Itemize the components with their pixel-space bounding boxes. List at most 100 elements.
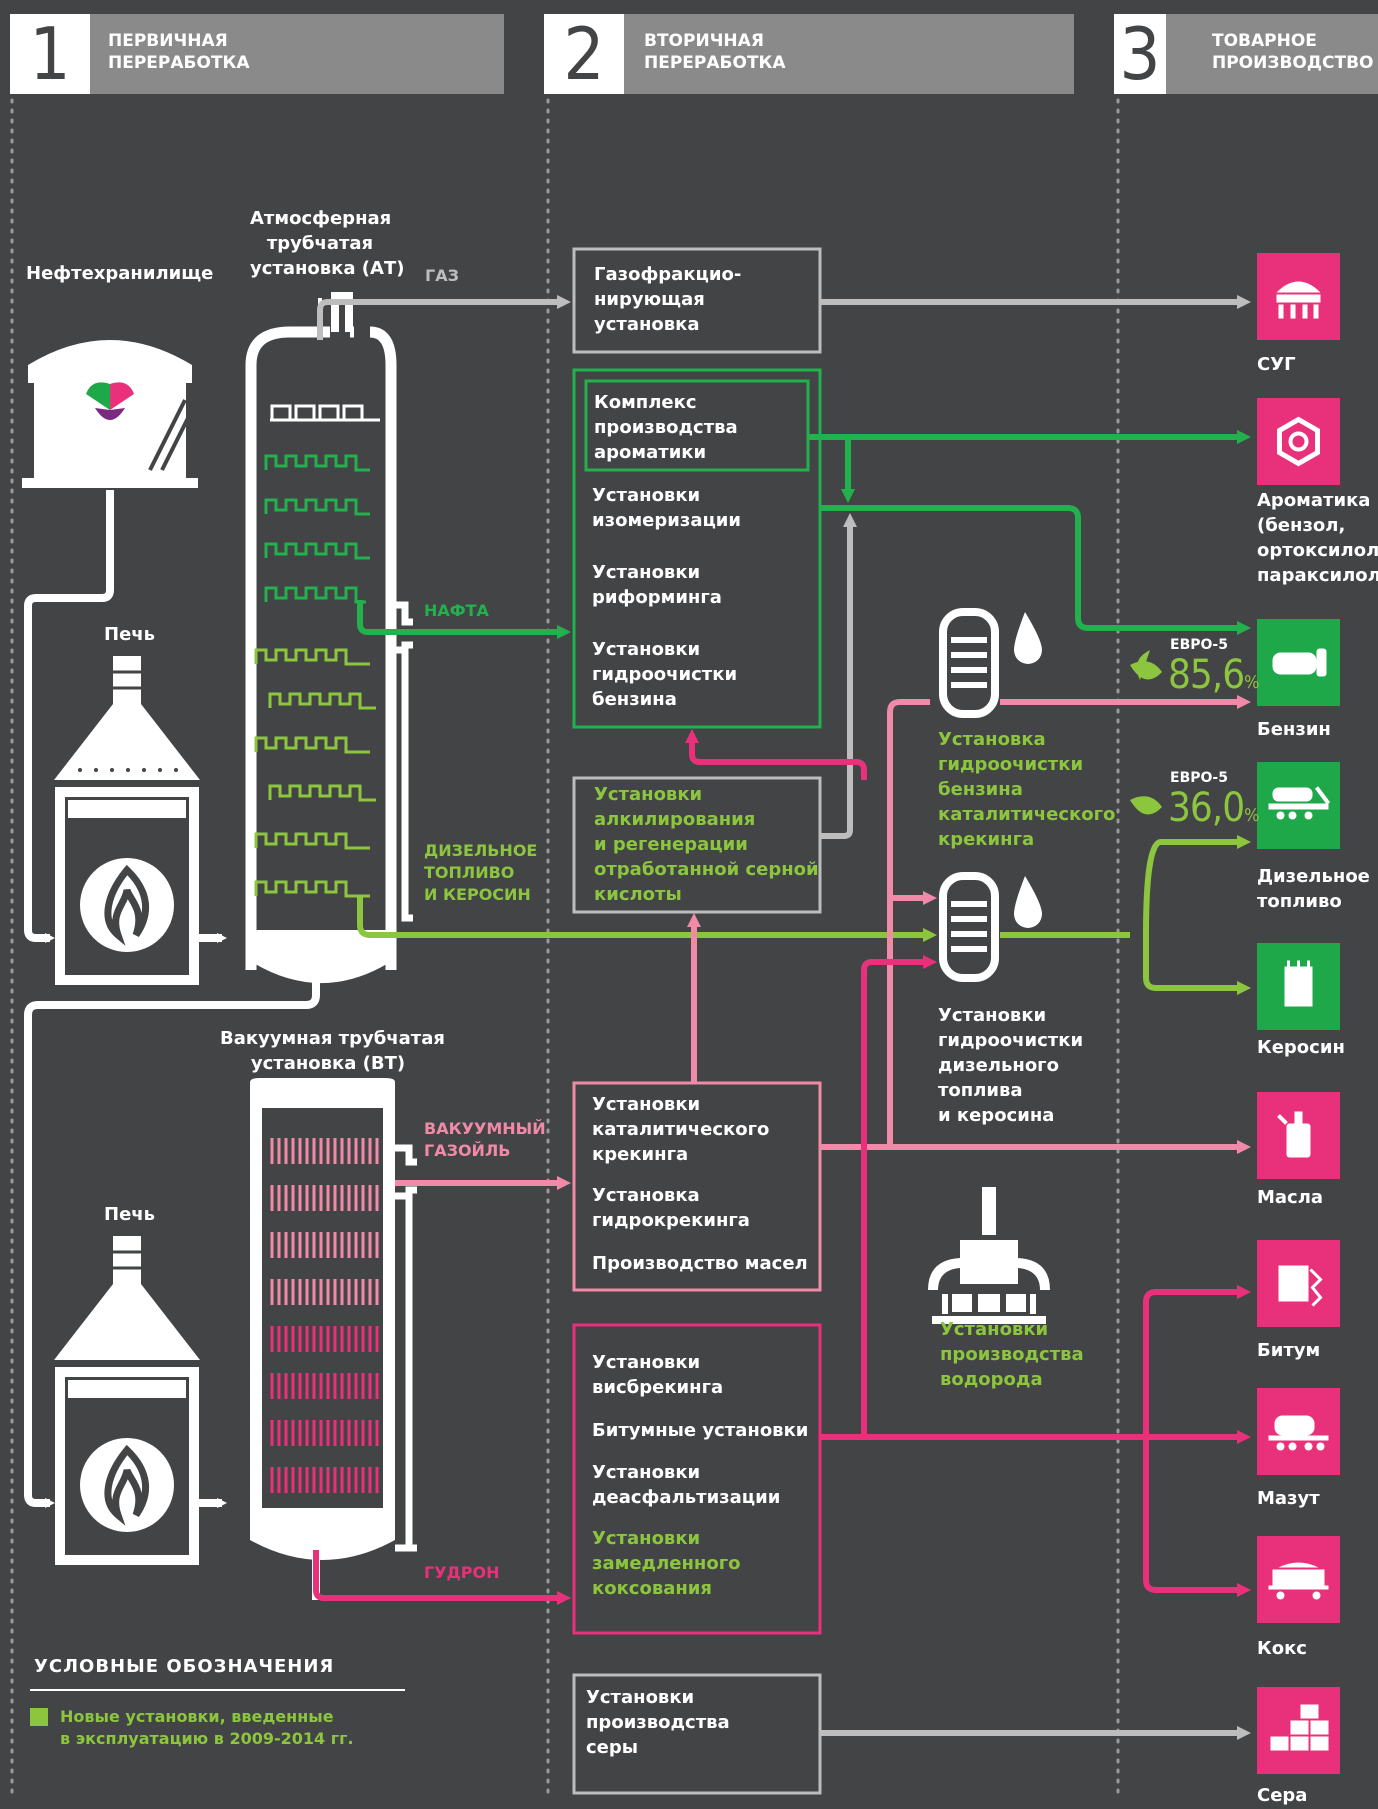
vgo-streams bbox=[395, 695, 1251, 1190]
stage-1-number: 1 bbox=[10, 14, 90, 94]
gasoline-hydro-line-1: Установки bbox=[592, 639, 701, 660]
furnace-2 bbox=[54, 1236, 200, 1565]
product-tile bbox=[1257, 1092, 1340, 1179]
oils-unit: Производство масел bbox=[592, 1253, 808, 1274]
stage-2-bar bbox=[624, 14, 1074, 94]
deasphalting-unit: Установки деасфальтизации bbox=[592, 1460, 780, 1510]
product-tiles bbox=[1257, 253, 1340, 1774]
furnace-1 bbox=[54, 656, 200, 985]
diesel-hydro-unit: Установки гидроочистки дизельного топлив… bbox=[938, 1003, 1083, 1128]
alkylation-unit: Установки алкилирования и регенерации от… bbox=[594, 782, 819, 907]
hydrocracking-line-2: гидрокрекинга bbox=[592, 1210, 750, 1231]
isomerization-line-2: изомеризации bbox=[592, 510, 742, 531]
vgo-stream-label: ВАКУУМНЫЙ ГАЗОЙЛЬ bbox=[424, 1118, 546, 1162]
fcc-hydro-line-3: бензина bbox=[938, 779, 1023, 800]
reforming-line-2: риформинга bbox=[592, 587, 722, 608]
euro-label-gasoline: ЕВРО-5 bbox=[1170, 637, 1228, 653]
coking-line-3: коксования bbox=[592, 1578, 712, 1599]
gas-stream-label: ГАЗ bbox=[425, 266, 459, 285]
tar-stream-label: ГУДРОН bbox=[424, 1563, 500, 1582]
reforming-unit: Установки риформинга bbox=[592, 560, 722, 610]
stage-separators bbox=[10, 98, 1120, 1802]
cat-cracking-line-1: Установки bbox=[592, 1094, 701, 1115]
legend-text: Новые установки, введенные в эксплуатаци… bbox=[60, 1706, 354, 1750]
product-label: Мазут bbox=[1257, 1488, 1320, 1509]
product-tile bbox=[1257, 619, 1340, 706]
sulfur-unit: Установки производства серы bbox=[586, 1685, 730, 1760]
coking-unit: Установки замедленного коксования bbox=[592, 1526, 740, 1601]
hydrocracking-unit: Установка гидрокрекинга bbox=[592, 1183, 750, 1233]
gas-frac-line-1: Газофракцио- bbox=[594, 264, 742, 285]
atmospheric-column bbox=[245, 292, 413, 983]
euro-value-gasoline-number: 85,6 bbox=[1168, 652, 1245, 698]
coke-railcar-icon bbox=[1268, 1562, 1329, 1600]
deasphalting-line-2: деасфальтизации bbox=[592, 1487, 781, 1508]
storage-tank bbox=[22, 340, 198, 488]
visbreaking-unit: Установки висбрекинга bbox=[592, 1350, 723, 1400]
fuel-oil-tank-car-icon bbox=[1268, 1415, 1329, 1451]
sulfur-blocks-icon bbox=[1270, 1704, 1329, 1751]
gasoline-hydro-line-3: бензина bbox=[592, 689, 677, 710]
diesel-hydro-line-1: Установки bbox=[938, 1005, 1047, 1026]
sulfur-unit-line-1: Установки bbox=[586, 1687, 695, 1708]
at-title-line-2: трубчатая bbox=[266, 233, 374, 254]
reforming-line-1: Установки bbox=[592, 562, 701, 583]
diesel-stream-line-3: И КЕРОСИН bbox=[424, 885, 531, 904]
fcc-hydro-unit: Установка гидроочистки бензина каталитич… bbox=[938, 727, 1115, 852]
diesel-stream-line-1: ДИЗЕЛЬНОЕ bbox=[424, 841, 538, 860]
aromatics-line-3: ароматики bbox=[594, 442, 707, 463]
hydrogen-unit bbox=[928, 1187, 1050, 1324]
aromatics-line-2: производства bbox=[594, 417, 738, 438]
bitumen-units: Битумные установки bbox=[592, 1420, 809, 1441]
gasoline-hydro-unit: Установки гидроочистки бензина bbox=[592, 637, 737, 712]
diesel-stream-line-2: ТОПЛИВО bbox=[424, 863, 515, 882]
diesel-hydro-line-4: топлива bbox=[938, 1080, 1023, 1101]
fcc-hydro-line-2: гидроочистки bbox=[938, 754, 1084, 775]
storage-label: Нефтехранилище bbox=[26, 263, 214, 284]
lpg-tank-icon bbox=[1276, 281, 1321, 319]
diesel-hydro-line-5: и керосина bbox=[938, 1105, 1055, 1126]
gas-frac-line-2: нирующая bbox=[594, 289, 705, 310]
legend-text-line-1: Новые установки, введенные bbox=[60, 1707, 334, 1726]
cat-cracking-unit: Установки каталитического крекинга bbox=[592, 1092, 769, 1167]
hydrogen-line-2: производства bbox=[940, 1344, 1084, 1365]
gasoline-hydro-line-2: гидроочистки bbox=[592, 664, 738, 685]
hydrogen-unit-label: Установки производства водорода bbox=[940, 1317, 1084, 1392]
vt-title: Вакуумная трубчатая установка (ВТ) bbox=[220, 1026, 445, 1076]
fcc-hydro-line-1: Установка bbox=[938, 729, 1046, 750]
product-label: Дизельное топливо bbox=[1257, 866, 1370, 912]
sulfur-unit-line-3: серы bbox=[586, 1737, 639, 1758]
product-tile bbox=[1257, 1388, 1340, 1475]
isomerization-unit: Установки изомеризации bbox=[592, 483, 741, 533]
alkylation-line-3: и регенерации bbox=[594, 834, 748, 855]
grey-streams bbox=[317, 295, 1251, 1740]
alkylation-line-2: алкилирования bbox=[594, 809, 756, 830]
isomerization-line-1: Установки bbox=[592, 485, 701, 506]
gas-frac-unit: Газофракцио- нирующая установка bbox=[594, 262, 741, 337]
euro-value-diesel-number: 36,0 bbox=[1168, 785, 1245, 831]
diesel-streams bbox=[357, 835, 1251, 995]
at-title-line-1: Атмосферная bbox=[250, 208, 392, 229]
feed-lines bbox=[24, 490, 320, 1508]
product-tile bbox=[1257, 1687, 1340, 1774]
legend-swatch bbox=[30, 1708, 48, 1726]
product-label: Сера bbox=[1257, 1785, 1308, 1806]
coking-line-2: замедленного bbox=[592, 1553, 741, 1574]
hydrocracking-line-1: Установка bbox=[592, 1185, 700, 1206]
tar-streams bbox=[313, 729, 1251, 1605]
aromatics-complex-unit: Комплекс производства ароматики bbox=[594, 390, 738, 465]
oil-canister-icon bbox=[1277, 1111, 1311, 1158]
benzene-ring-icon bbox=[1277, 416, 1320, 467]
fcc-hydrotreater-reactor bbox=[939, 608, 1042, 718]
coking-line-1: Установки bbox=[592, 1528, 701, 1549]
cat-cracking-line-2: каталитического bbox=[592, 1119, 770, 1140]
legend-text-line-2: в эксплуатацию в 2009-2014 гг. bbox=[60, 1729, 354, 1748]
fcc-hydro-line-5: крекинга bbox=[938, 829, 1035, 850]
visbreaking-line-1: Установки bbox=[592, 1352, 701, 1373]
hydrogen-line-3: водорода bbox=[940, 1369, 1043, 1390]
vt-title-line-2: установка (ВТ) bbox=[250, 1053, 406, 1074]
euro-value-gasoline: 85,6% bbox=[1168, 652, 1260, 703]
stage-2-title: ВТОРИЧНАЯ ПЕРЕРАБОТКА bbox=[644, 31, 786, 73]
visbreaking-line-2: висбрекинга bbox=[592, 1377, 724, 1398]
euro-unit-diesel: % bbox=[1244, 805, 1259, 826]
